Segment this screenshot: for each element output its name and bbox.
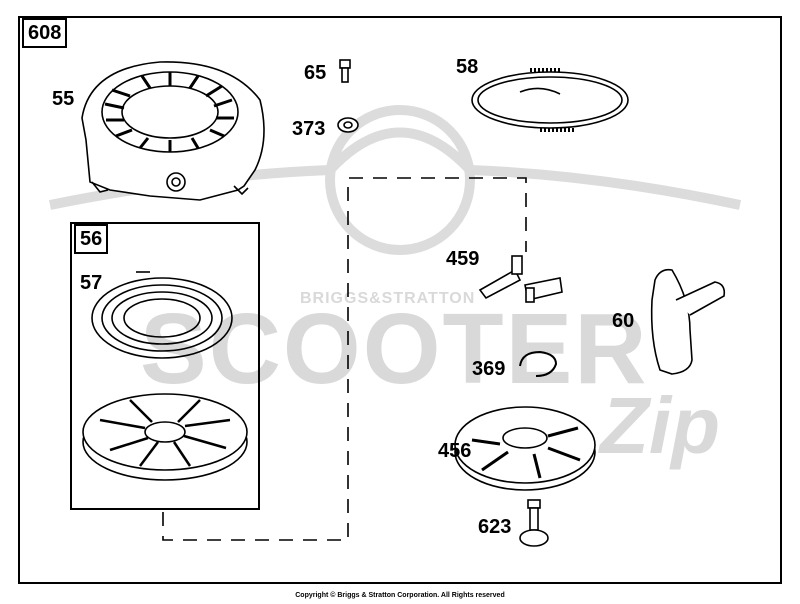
part-label-456: 456 <box>438 440 472 462</box>
watermark-script-text: Zip <box>600 381 720 470</box>
starter-rope-part <box>471 68 629 132</box>
part-label-65: 65 <box>304 62 327 84</box>
part-label-55: 55 <box>52 88 75 110</box>
part-label-58: 58 <box>456 56 479 78</box>
part-label-459: 459 <box>446 248 480 270</box>
sub-assembly-number-tag: 56 <box>74 224 109 254</box>
starter-handle-part <box>650 268 726 375</box>
watermark-main-text: SCOOTER <box>140 293 649 405</box>
nut-part <box>337 117 359 133</box>
pawl-part <box>478 255 563 303</box>
retainer-ring-part <box>519 350 558 377</box>
connector-line <box>162 177 527 541</box>
rewind-spring-part <box>91 271 233 359</box>
bolt-part <box>339 59 351 83</box>
part-label-373: 373 <box>292 118 326 140</box>
pulley-part <box>82 393 248 481</box>
starter-cup-part <box>454 406 596 491</box>
starter-housing-part <box>81 61 265 201</box>
part-label-623: 623 <box>478 516 512 538</box>
diagram-frame <box>18 16 782 584</box>
sub-assembly-box <box>70 222 260 510</box>
part-label-60: 60 <box>612 310 635 332</box>
watermark-brand-plate: BRIGGS&STRATTON <box>300 290 476 307</box>
assembly-number-tag: 608 <box>22 18 68 48</box>
part-label-57: 57 <box>80 272 103 294</box>
screw-part <box>519 499 549 547</box>
copyright-notice: Copyright © Briggs & Stratton Corporatio… <box>295 592 505 599</box>
part-label-369: 369 <box>472 358 506 380</box>
